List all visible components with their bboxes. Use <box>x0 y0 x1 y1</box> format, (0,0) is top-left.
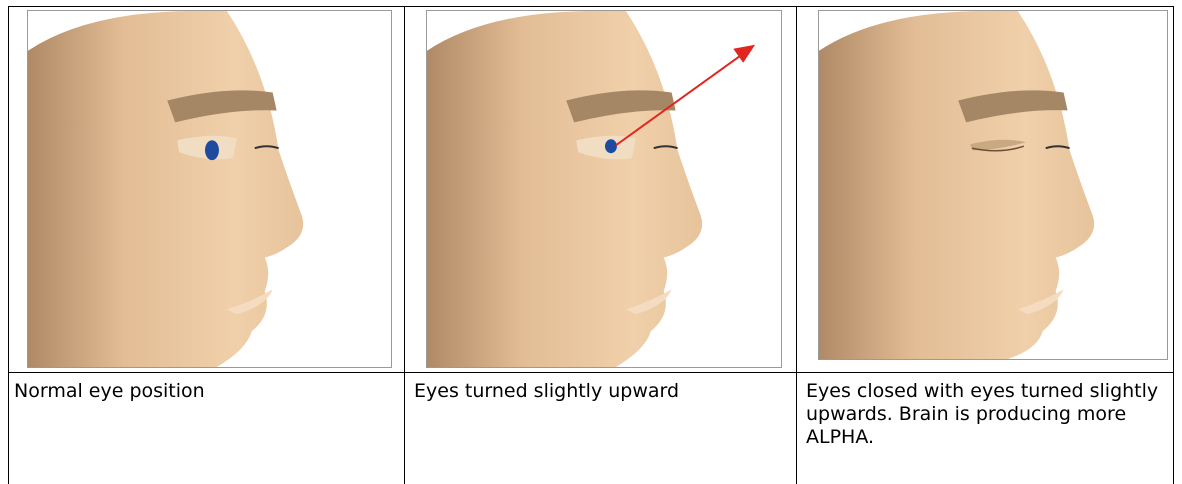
table-border-top <box>8 6 1174 7</box>
figure-table: Normal eye position Eyes turned slightly… <box>8 6 1174 484</box>
table-border-left <box>8 6 9 484</box>
caption-normal: Normal eye position <box>14 380 394 403</box>
caption-closed: Eyes closed with eyes turned slightly up… <box>806 380 1168 449</box>
table-divider-2 <box>796 6 797 484</box>
face-illustration-normal <box>28 11 391 367</box>
table-row-divider <box>8 372 1174 373</box>
table-border-right <box>1173 6 1174 484</box>
caption-upward: Eyes turned slightly upward <box>414 380 790 403</box>
face-illustration-closed <box>819 11 1167 359</box>
face-image-closed <box>818 10 1168 360</box>
table-divider-1 <box>404 6 405 484</box>
gaze-arrow-head <box>733 45 755 63</box>
face-image-upward <box>426 10 782 368</box>
face-illustration-upward <box>427 11 781 367</box>
face-image-normal <box>27 10 392 368</box>
